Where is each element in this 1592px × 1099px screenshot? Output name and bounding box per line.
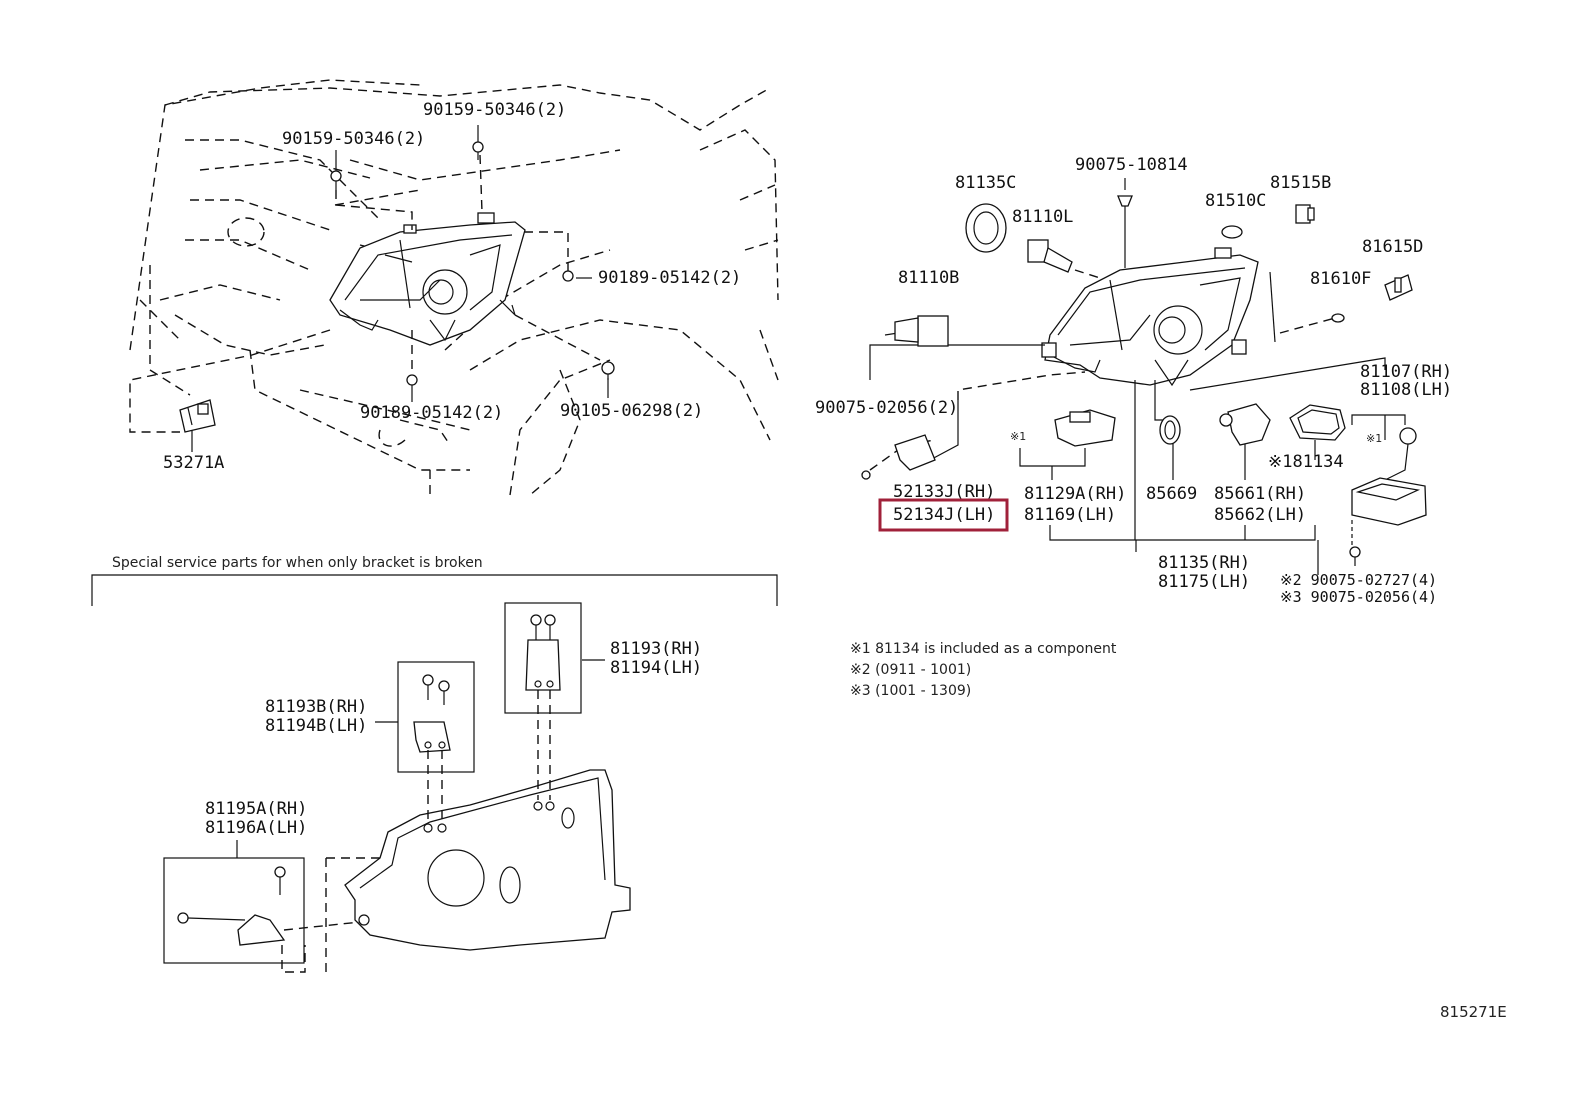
label-81175: 81175(LH) [1158,572,1250,592]
screw-icons-vehicle [330,141,615,386]
label-81515B: 81515B [1270,173,1331,193]
label-81193B: 81193B(RH) [265,697,367,717]
leader-lines-vehicle [129,125,609,452]
section-title: Special service parts for when only brac… [112,555,483,571]
label-81196A: 81196A(LH) [205,818,307,838]
label-81134: ※181134 [1268,452,1344,472]
section-frame [91,574,778,606]
headlight-assembly [1041,247,1259,387]
label-81135C: 81135C [955,173,1016,193]
note-mark-1-ballast: ※1 [1010,430,1026,443]
highlight-box-52134J [878,498,1009,532]
label-90075-02056-kit: ※3 90075-02056(4) [1280,588,1437,606]
label-81110B: 81110B [898,268,959,288]
label-81615D: 81615D [1362,237,1423,257]
label-53271A: 53271A [163,453,224,473]
note-1: ※1 81134 is included as a component [850,641,1117,657]
label-81194: 81194(LH) [610,658,702,678]
headlight-in-vehicle [329,212,526,346]
label-90189-05142-right: 90189-05142(2) [598,268,741,288]
label-90159-50346-top: 90159-50346(2) [423,100,566,120]
label-90189-05142-bottom: 90189-05142(2) [360,403,503,423]
label-81129A: 81129A(RH) [1024,484,1126,504]
note-3: ※3 (1001 - 1309) [850,683,971,699]
label-85662: 85662(LH) [1214,505,1306,525]
label-81135: 81135(RH) [1158,553,1250,573]
label-81510C: 81510C [1205,191,1266,211]
diagram-code: 815271E [1440,1003,1507,1021]
service-leader-lines [236,659,605,973]
label-81108: 81108(LH) [1360,380,1452,400]
label-81610F: 81610F [1310,269,1371,289]
label-81169: 81169(LH) [1024,505,1116,525]
label-90105-06298: 90105-06298(2) [560,401,703,421]
label-90075-02727: ※2 90075-02727(4) [1280,571,1437,589]
label-81110L: 81110L [1012,207,1073,227]
vehicle-front-view [129,79,779,496]
headlight-housing-rear [344,769,631,951]
label-90075-10814: 90075-10814 [1075,155,1188,175]
label-85661: 85661(RH) [1214,484,1306,504]
label-90159-50346-left: 90159-50346(2) [282,129,425,149]
bracket-kit-81193-box [504,602,582,714]
bracket-53271A-icon [179,399,216,433]
note-2: ※2 (0911 - 1001) [850,662,971,678]
headlight-component-icons [861,195,1427,566]
label-85669: 85669 [1146,484,1197,504]
note-mark-1-igniter: ※1 [1366,432,1382,445]
label-52133J: 52133J(RH) [893,482,995,502]
label-81107: 81107(RH) [1360,362,1452,382]
label-81195A: 81195A(RH) [205,799,307,819]
leader-lines-headlight [869,178,1406,575]
label-81194B: 81194B(LH) [265,716,367,736]
label-52134J[interactable]: 52134J(LH) [893,505,995,525]
label-81193: 81193(RH) [610,639,702,659]
bracket-kit-81195A-box [163,857,305,964]
bracket-kit-81193B-box [397,661,475,773]
label-90075-02056: 90075-02056(2) [815,398,958,418]
